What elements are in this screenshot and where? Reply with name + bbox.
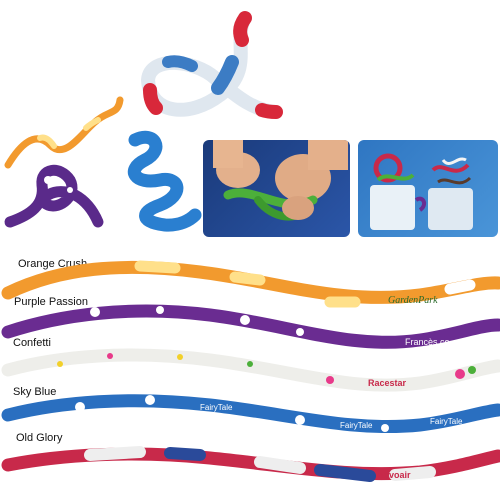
imprint-garden-park: GardenPark — [388, 295, 438, 306]
spiral-stick-blue — [127, 130, 202, 232]
imprint-racestar: Racestar — [368, 378, 407, 388]
hands-twisting-photo — [203, 140, 350, 237]
imprint-fairytale-1: FairyTale — [200, 403, 233, 412]
product-label-old-glory: Old Glory — [16, 432, 63, 444]
knot-stick-purple — [4, 165, 104, 228]
product-label-purple-passion: Purple Passion — [14, 296, 88, 308]
product-label-confetti: Confetti — [13, 337, 51, 349]
imprint-novoair: novoair — [378, 470, 411, 480]
wavy-stick-orange — [4, 96, 124, 169]
stick-confetti — [1, 348, 500, 392]
cups-illustration — [370, 153, 473, 230]
imprint-fairytale-2: FairyTale — [340, 421, 373, 430]
stick-purple-passion — [1, 304, 500, 349]
imprint-fairytale-3: FairyTale — [430, 417, 463, 426]
cups-display-photo — [358, 140, 498, 237]
imprint-frances-co: Francès co — [405, 337, 450, 347]
product-label-sky-blue: Sky Blue — [13, 386, 57, 398]
stick-sky-blue — [1, 394, 500, 434]
hands-illustration — [213, 140, 348, 221]
twisted-sticks-illustration — [4, 11, 283, 232]
